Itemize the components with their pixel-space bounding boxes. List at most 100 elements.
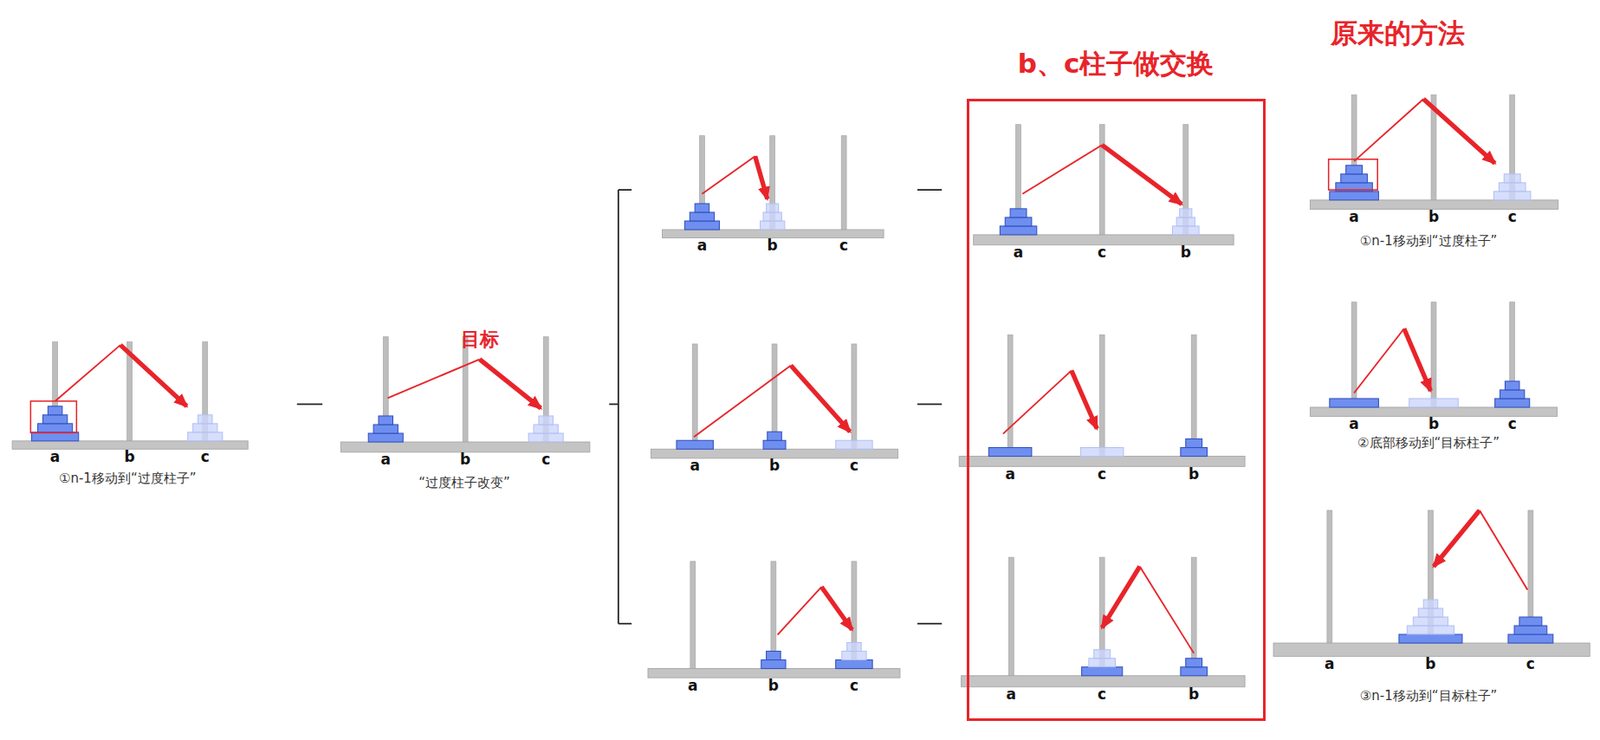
peg-letter: b [459,451,471,469]
peg-letter: b [1188,686,1199,704]
hanoi-panel [973,124,1234,246]
peg-letter: c [839,237,849,255]
disk [1185,658,1203,668]
pole [1099,124,1105,235]
disk [1081,667,1123,676]
ghost-disk [1176,217,1195,227]
peg-letter: c [849,677,859,695]
hanoi-panel [340,336,590,453]
base [1309,200,1558,210]
peg-letter: b [1180,244,1192,262]
ghost-disk [193,423,218,433]
peg-letter: b [124,448,136,467]
base [651,448,899,459]
ghost-disk [1493,191,1530,201]
peg-letter: c [1097,466,1107,484]
ghost-disk [847,642,862,652]
ghost-disk [538,415,553,425]
disk [1346,165,1363,175]
move-arrow [1353,328,1405,393]
disk [1519,616,1542,626]
disk [988,447,1031,457]
pole [1327,510,1333,643]
group-heading: b、c柱子做交换 [1017,48,1215,80]
peg-letter: a [697,237,707,255]
peg-letter: a [1348,415,1359,434]
move-arrow [701,155,755,195]
move-arrow [1140,566,1194,654]
hanoi-panel [1309,302,1557,417]
base [340,441,590,453]
peg-letter: b [1188,466,1199,484]
move-arrow [790,365,850,433]
disk [373,424,398,434]
ghost-disk [533,424,558,434]
ghost-disk [1418,608,1443,617]
peg-letter: c [1526,655,1536,674]
peg-letter: a [1348,208,1359,227]
move-arrow [55,344,121,402]
ghost-disk [766,203,779,213]
move-arrow [755,155,768,199]
peg-letter: c [200,448,210,467]
step-caption: ③n-1移动到“目标柱子” [1360,688,1497,704]
disk [1504,381,1519,390]
disk [1185,439,1203,448]
peg-letter: c [1508,208,1517,227]
peg-letter: c [849,457,859,475]
move-arrow [1101,566,1141,629]
disk [1508,634,1554,643]
hanoi-panel [12,342,248,450]
peg-letter: a [1006,686,1017,704]
ghost-disk [187,432,223,441]
peg-letter: c [541,451,551,469]
disk [999,226,1037,235]
ghost-disk [198,414,213,424]
ghost-disk [763,212,782,221]
ghost-disk [835,440,873,449]
move-arrow [1404,328,1432,391]
move-arrow [1423,98,1495,163]
peg-letter: a [1324,655,1335,674]
peg-letter: b [769,457,780,475]
base [958,456,1245,467]
base [1309,407,1557,417]
move-arrow [120,344,188,407]
heading-label: 目标 [460,328,499,350]
pole [690,561,696,669]
peg-letter: a [1004,466,1015,484]
ghost-disk [1094,649,1111,659]
base [973,234,1234,246]
ghost-disk [1080,447,1123,457]
move-arrow [777,586,823,635]
move-arrow [693,365,791,437]
peg-letter: a [50,448,60,467]
move-arrow [1479,510,1528,590]
step-caption: “过度柱子改变” [418,475,511,491]
move-arrow [1003,370,1072,435]
peg-letter: c [1097,686,1107,704]
hanoi-panel [651,343,899,459]
ghost-disk [528,433,564,442]
move-arrow [821,586,852,629]
pole [841,136,847,230]
ghost-disk [1406,625,1454,635]
pole [1099,334,1105,456]
disk [689,212,714,221]
disk [1329,398,1380,408]
hanoi-panel [1273,510,1590,656]
disk [1514,625,1548,635]
move-arrow [1353,98,1424,162]
peg-letter: b [1425,655,1436,674]
disk [761,660,786,669]
disk [835,660,873,669]
step-caption: ①n-1移动到“过度柱子” [58,471,196,486]
disk [1329,191,1380,201]
disk [1500,389,1525,399]
move-arrow [1022,144,1102,195]
pole [1008,557,1014,676]
disk [368,433,403,442]
peg-letter: a [689,457,700,475]
disk [694,203,709,213]
